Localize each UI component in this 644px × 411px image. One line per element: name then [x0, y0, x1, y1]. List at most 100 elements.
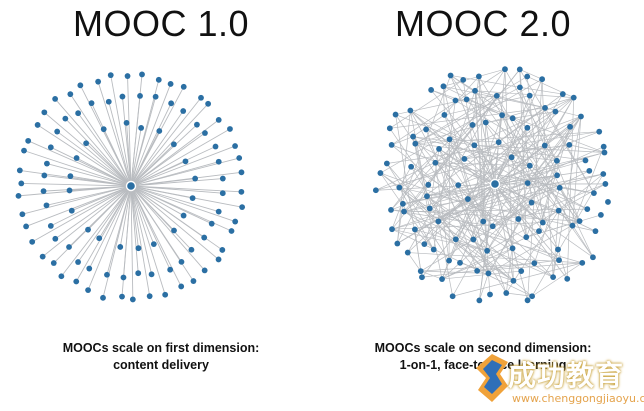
network-node	[77, 82, 84, 89]
network-node	[476, 297, 483, 304]
network-node	[388, 207, 394, 213]
spoke-edge	[44, 112, 132, 187]
network-node	[539, 76, 546, 83]
spoke-edge	[44, 175, 132, 187]
network-node	[47, 223, 54, 229]
spoke-edge	[130, 185, 155, 245]
mesh-edge	[533, 187, 561, 264]
mooc2-title: MOOC 2.0	[394, 3, 572, 44]
network-node	[52, 96, 59, 102]
network-node	[52, 235, 59, 242]
network-node	[509, 245, 516, 252]
network-node	[436, 145, 442, 152]
spoke-edge	[27, 140, 132, 187]
mesh-edge	[483, 170, 590, 222]
network-node	[194, 121, 200, 128]
mesh-edge	[483, 210, 559, 222]
mesh-edge	[474, 144, 605, 153]
network-node	[605, 199, 611, 205]
spoke-edge	[55, 185, 132, 240]
network-node	[407, 107, 414, 114]
network-node	[600, 143, 607, 150]
spoke-edge	[130, 185, 139, 274]
network-node	[21, 147, 27, 154]
network-node	[201, 234, 208, 241]
spoke-edge	[75, 185, 132, 282]
network-node	[86, 265, 93, 272]
mesh-edge	[529, 95, 580, 222]
mesh-edge	[433, 100, 456, 250]
network-node	[124, 73, 131, 79]
mesh-edge	[452, 262, 583, 297]
mesh-edge	[425, 129, 478, 271]
network-node	[377, 170, 384, 176]
watermark-url: www.chenggongjiaoyu.com	[512, 392, 644, 405]
network-node	[455, 182, 462, 189]
mesh-edge	[395, 114, 475, 146]
network-node	[502, 66, 508, 73]
network-node	[452, 236, 459, 243]
network-node	[215, 158, 222, 165]
network-node	[495, 139, 502, 146]
network-node	[29, 238, 36, 245]
mesh-edge	[415, 76, 528, 144]
network-node	[408, 163, 415, 170]
spoke-edge	[130, 144, 175, 187]
network-node	[85, 287, 91, 293]
mesh-edge	[443, 85, 503, 116]
network-node	[168, 100, 175, 107]
mesh-edge	[478, 76, 503, 116]
spoke-edge	[130, 160, 186, 187]
mesh-edge	[438, 198, 469, 222]
network-node	[471, 142, 478, 149]
network-node	[584, 206, 591, 213]
mesh-edge	[486, 183, 606, 252]
network-node	[399, 200, 406, 207]
network-node	[559, 91, 566, 97]
network-node	[202, 130, 208, 136]
network-node	[440, 83, 447, 90]
network-node	[152, 93, 159, 100]
mesh-edge	[544, 97, 575, 146]
spoke-edge	[130, 185, 184, 216]
network-node	[88, 100, 95, 107]
mesh-edge	[414, 229, 434, 250]
mesh-edge	[429, 208, 560, 261]
mesh-edge	[486, 250, 514, 282]
mesh-edge	[494, 183, 560, 261]
spoke-edge	[54, 98, 132, 187]
mesh-edge	[410, 110, 428, 197]
network-node	[67, 173, 74, 180]
mesh-edge	[442, 270, 522, 280]
network-node	[219, 190, 226, 197]
network-node	[83, 140, 90, 147]
network-node	[480, 218, 487, 225]
network-node	[582, 157, 589, 164]
network-node	[485, 270, 492, 277]
mesh-edge	[399, 166, 412, 188]
network-node	[554, 172, 560, 179]
network-node	[137, 92, 143, 99]
network-node	[550, 274, 557, 281]
network-node	[523, 234, 530, 241]
network-node	[58, 273, 65, 280]
network-node	[192, 175, 199, 182]
mesh-edge	[455, 95, 497, 101]
network-node	[474, 267, 481, 274]
spoke-edge	[85, 142, 132, 187]
network-node	[472, 87, 478, 94]
spoke-edge	[130, 95, 141, 187]
mesh-edge	[386, 163, 478, 272]
network-node	[602, 181, 609, 187]
network-node	[447, 72, 454, 79]
spoke-edge	[130, 132, 206, 187]
mesh-edge	[426, 195, 522, 272]
network-node	[516, 84, 523, 91]
network-node	[182, 158, 189, 165]
mesh-edge	[397, 184, 429, 244]
mooc2-nodes	[372, 66, 611, 304]
spoke-edge	[130, 83, 172, 187]
mesh-edge	[415, 87, 521, 145]
network-node	[564, 275, 571, 282]
network-node	[475, 73, 482, 80]
